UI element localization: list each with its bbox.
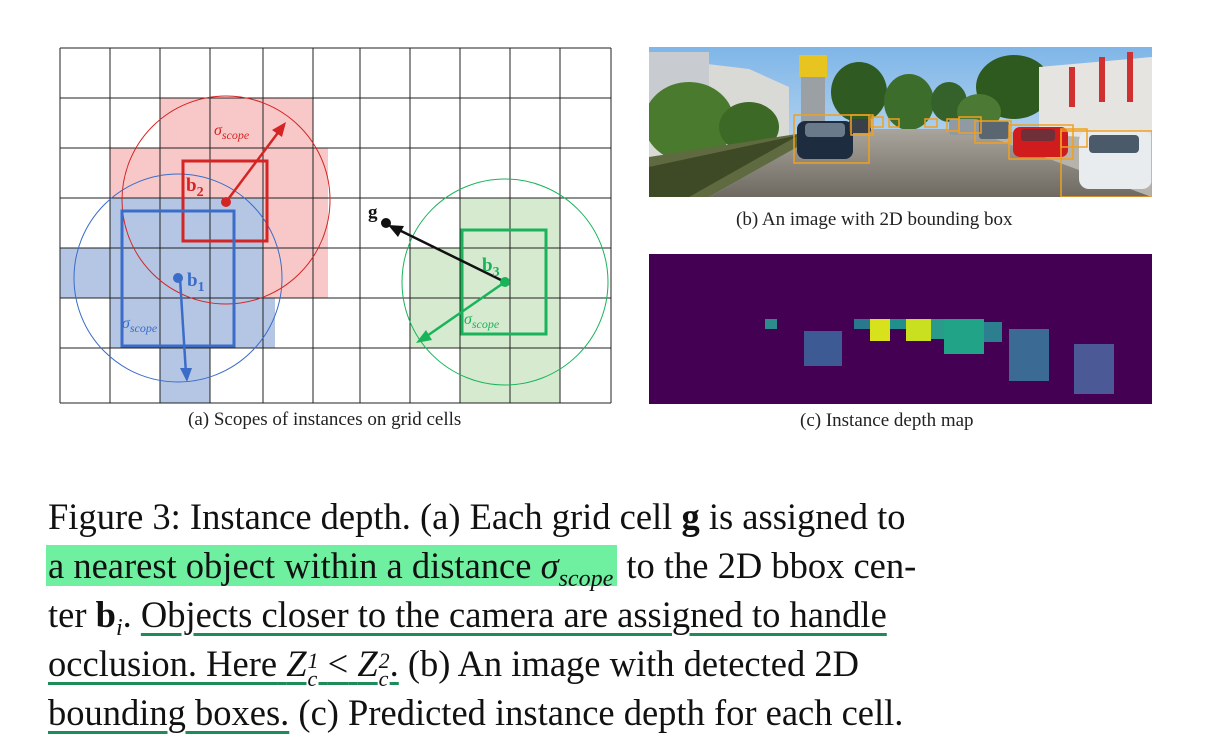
depth-cell [944,319,984,354]
blue-scope-circle [73,173,283,383]
highlighted-phrase: a nearest object within a distance σscop… [46,545,618,592]
depth-cell [765,319,777,329]
caption-line-3: ter bi. Objects closer to the camera are… [48,594,887,641]
blue-scope-cells [60,198,275,403]
caption-line-2: a nearest object within a distance σscop… [46,545,917,592]
caption-line-5: bounding boxes. (c) Predicted instance d… [48,692,904,733]
depth-cell [854,319,872,329]
g-label: g [368,202,378,223]
bounding-boxes [793,114,1152,197]
panel-b-caption: (b) An image with 2D bounding box [736,209,1013,230]
b2-label: b2 [186,175,204,200]
green-sigma-arrow [416,280,506,343]
g-to-b3-arrow [388,225,506,284]
b3-label: b3 [482,255,500,280]
b3-bbox [460,228,548,336]
blue-sigma-scope-label: σscope [122,315,158,335]
panel-a-caption: (a) Scopes of instances on grid cells [188,409,462,430]
b3-center-point [500,277,510,287]
underlined-phrase: Objects closer to the camera are assigne… [140,594,887,635]
depth-cell [890,319,906,329]
depth-cell [870,319,890,341]
panel-c-caption: (c) Instance depth map [800,410,974,431]
underlined-phrase: bounding boxes. [48,692,290,733]
street-photo [649,47,1152,197]
red-sigma-scope-label: σscope [214,122,250,142]
grid-cell-point [381,218,391,228]
depth-cell [906,319,931,341]
instance-depth-map [649,254,1152,404]
b1-label: b1 [187,270,205,295]
b2-center-point [221,197,231,207]
depth-cell [984,322,1002,342]
figure-caption: Figure 3: Instance depth. (a) Each grid … [46,492,1158,737]
blue-sigma-arrow [178,277,192,382]
b2-bbox [181,159,269,243]
green-sigma-scope-label: σscope [464,311,500,331]
red-scope-circle [121,95,331,305]
depth-cell [1074,344,1114,394]
grid-lines [59,47,612,404]
depth-cell [804,331,842,366]
b1-center-point [173,273,183,283]
caption-line-1: Figure 3: Instance depth. (a) Each grid … [48,496,906,537]
red-sigma-arrow [225,122,286,203]
grid-scope-diagram: b2 b1 b3 g σscope σscope σscope [59,47,612,404]
depth-cell [1009,329,1049,381]
b1-bbox [120,209,236,348]
green-scope-circle [401,178,609,386]
